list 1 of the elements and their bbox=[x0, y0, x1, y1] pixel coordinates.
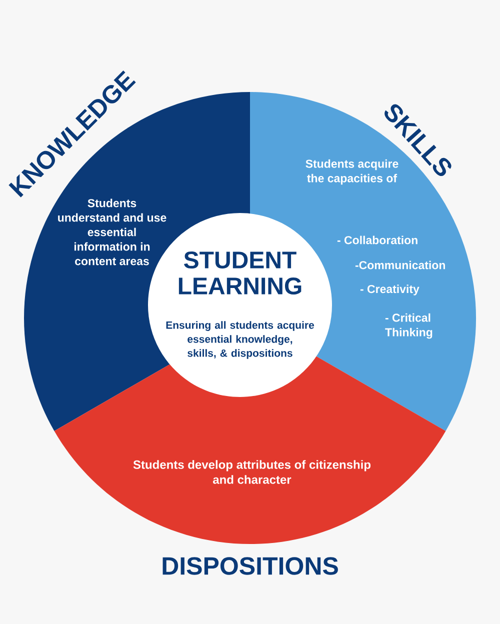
segment-heading: DISPOSITIONS bbox=[162, 557, 338, 575]
